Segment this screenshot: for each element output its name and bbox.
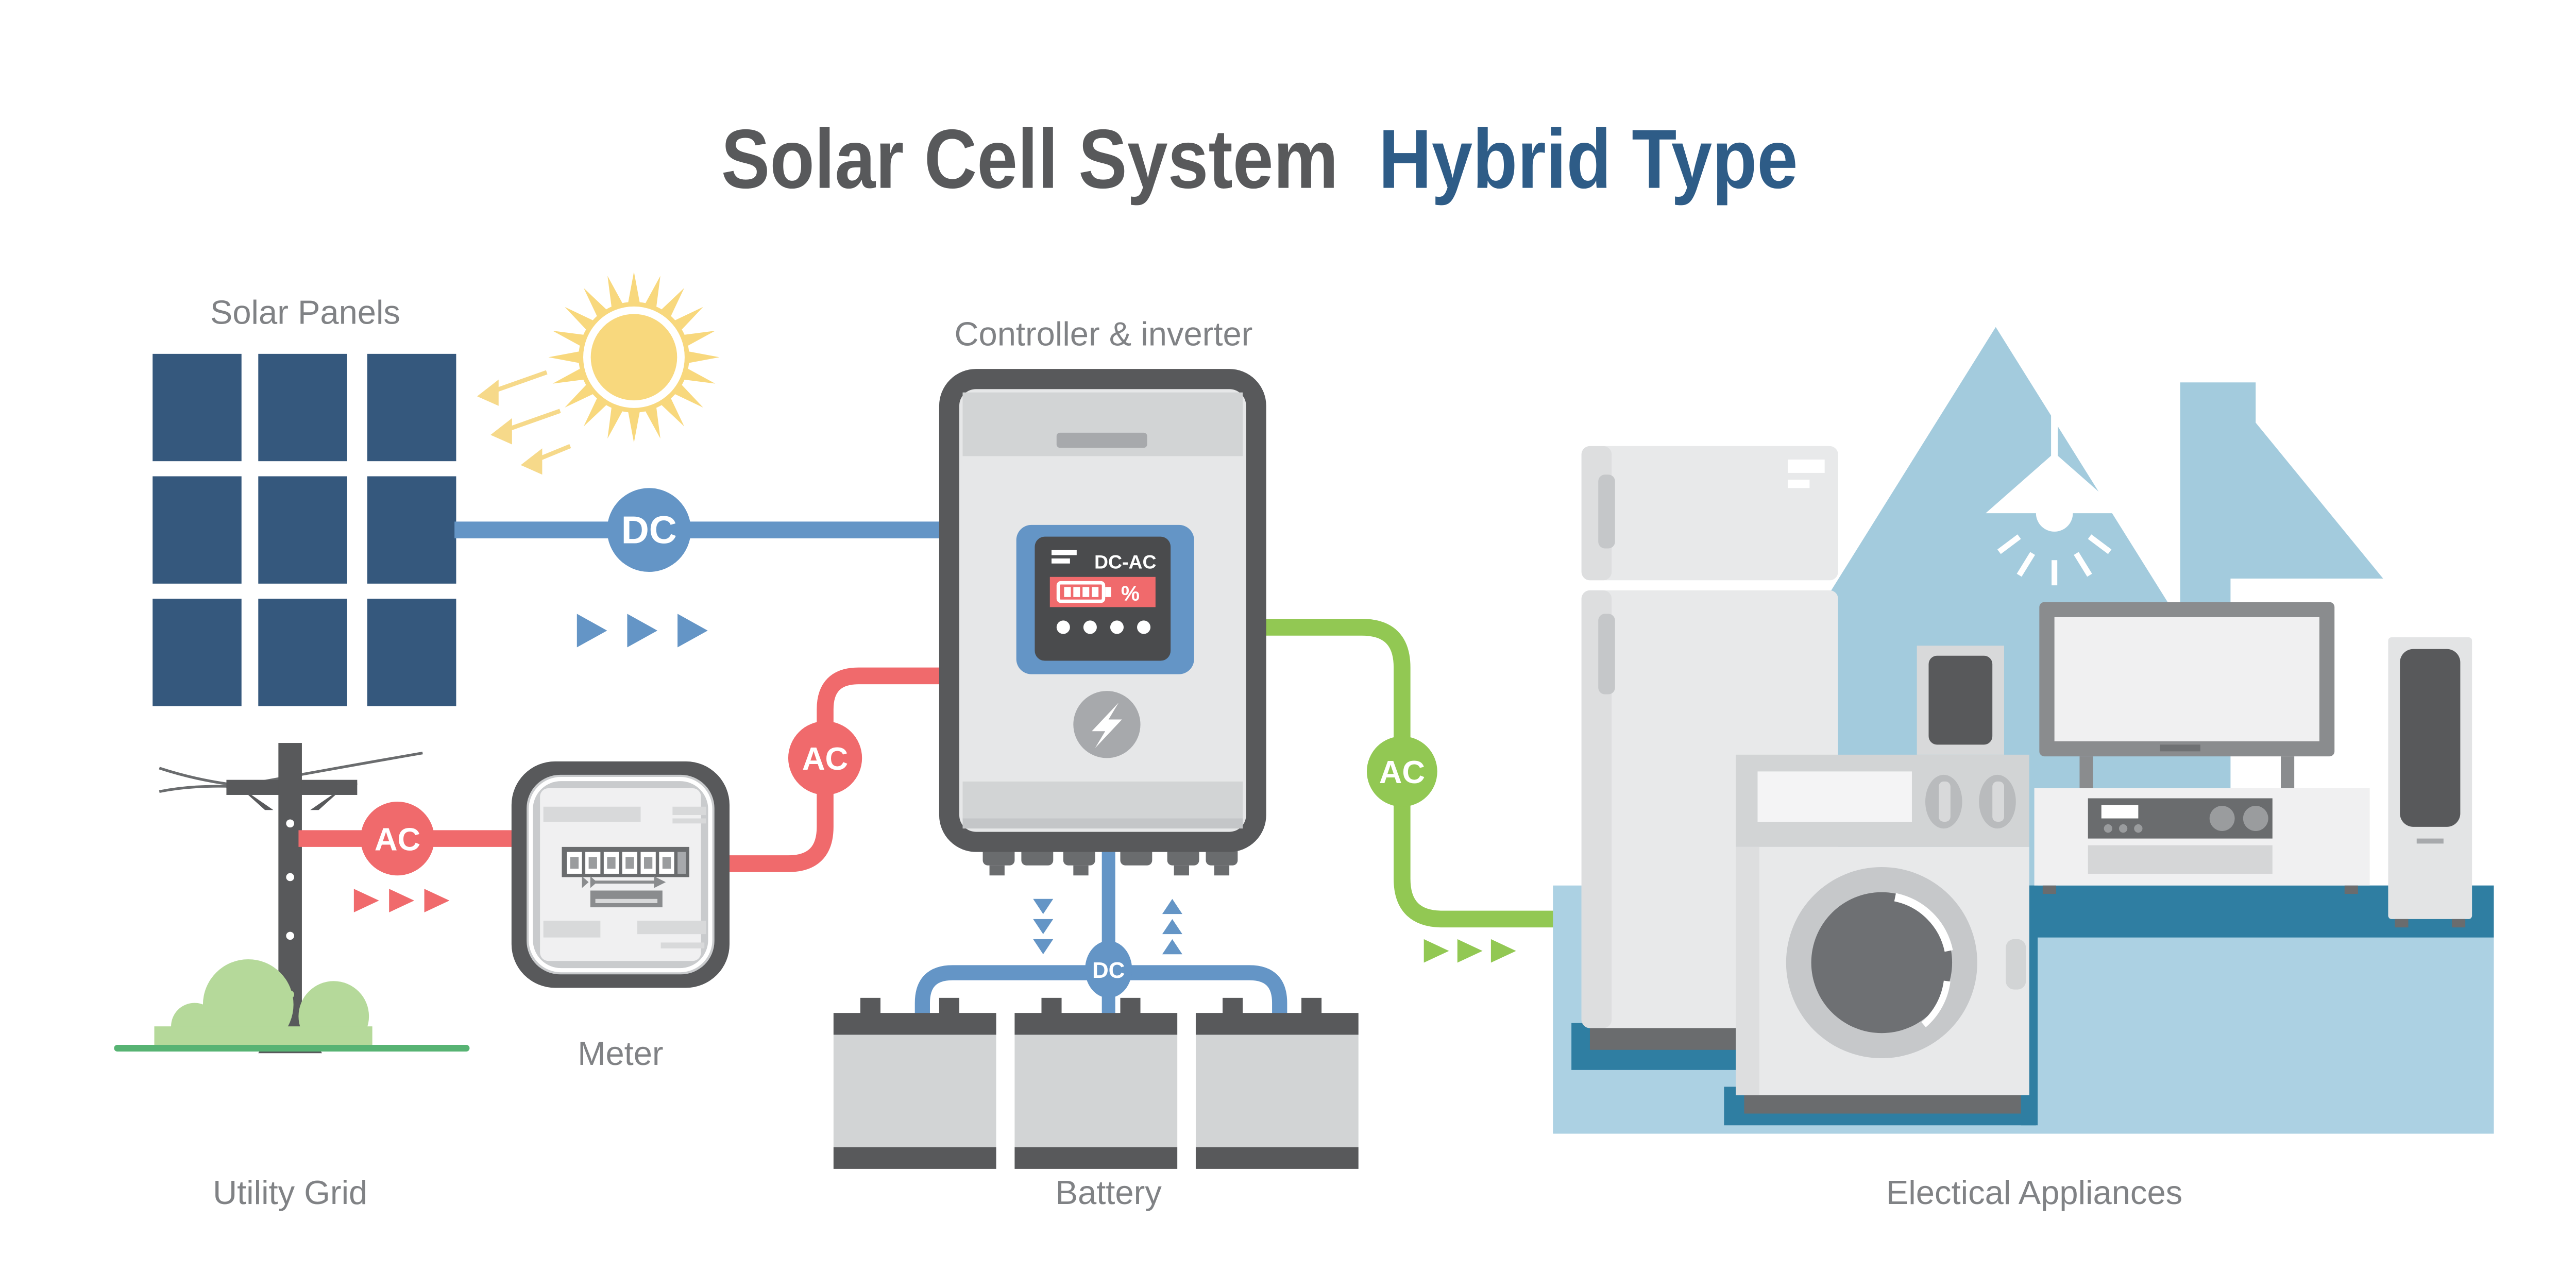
title-main: Solar Cell System xyxy=(721,113,1338,206)
utility-grid-group xyxy=(114,743,470,1054)
appliances-label: Electical Appliances xyxy=(1886,1174,2182,1211)
meter-icon xyxy=(511,761,730,988)
ac-line-meter-to-controller: AC xyxy=(730,667,956,872)
tv-console xyxy=(2034,788,2370,894)
solar-panel-grid-icon xyxy=(152,353,456,706)
tower-speaker-icon xyxy=(2388,637,2472,928)
lightning-logo-icon xyxy=(1073,691,1141,758)
ac-badge-circle xyxy=(1366,736,1437,807)
dc-badge-circle xyxy=(607,488,691,572)
controller-label: Controller & inverter xyxy=(955,315,1253,353)
bush-icon xyxy=(154,959,372,1052)
battery-label: Battery xyxy=(1056,1174,1162,1211)
display-mode-text: DC-AC xyxy=(1094,551,1157,573)
ac-line-controller-to-appliances: AC xyxy=(1249,619,1568,963)
ac-flow-arrows-icon xyxy=(1423,939,1516,963)
ac-line-grid-to-meter: AC xyxy=(298,801,554,912)
battery-level-icon xyxy=(1056,581,1111,603)
inverter-icon: DC-AC % xyxy=(939,369,1266,876)
dc-line-panels-to-controller: DC xyxy=(454,488,973,648)
dc-badge-circle xyxy=(1085,941,1132,998)
solar-panels-label: Solar Panels xyxy=(210,293,400,331)
display-percent-text: % xyxy=(1121,581,1140,605)
ground-line xyxy=(114,1044,470,1052)
meter-label: Meter xyxy=(578,1035,663,1072)
title-accent: Hybrid Type xyxy=(1379,113,1798,206)
utility-grid-label: Utility Grid xyxy=(213,1174,367,1211)
sunlight-arrows-icon xyxy=(477,370,571,475)
battery-group: DC xyxy=(833,832,1359,1169)
battery-icon xyxy=(833,997,996,1169)
sun-icon xyxy=(548,272,720,443)
page-title: Solar Cell System Hybrid Type xyxy=(721,113,1798,206)
ac-badge-text: AC xyxy=(802,741,848,777)
washing-machine-icon xyxy=(1736,754,2029,1095)
meter-arrow xyxy=(582,876,666,888)
lamp-icon xyxy=(1986,405,2124,586)
dc-badge-text: DC xyxy=(621,509,677,552)
meter-digits xyxy=(567,852,686,874)
av-receiver-icon xyxy=(2088,798,2273,839)
battery-icon xyxy=(1195,997,1359,1169)
inverter-display: DC-AC % xyxy=(1016,524,1194,674)
ac-badge-text: AC xyxy=(1379,755,1425,790)
dc-flow-arrows-icon xyxy=(577,614,708,648)
ac-badge-circle xyxy=(360,801,435,876)
dc-charge-arrows-icon xyxy=(1033,899,1182,955)
dc-badge-text: DC xyxy=(1092,958,1125,983)
tv-icon xyxy=(2039,602,2335,788)
ac-flow-arrows-icon xyxy=(353,889,450,912)
ac-badge-circle xyxy=(788,721,862,795)
battery-icon xyxy=(1014,997,1178,1169)
ac-badge-text: AC xyxy=(375,822,420,857)
small-speaker-icon xyxy=(1917,646,2004,755)
